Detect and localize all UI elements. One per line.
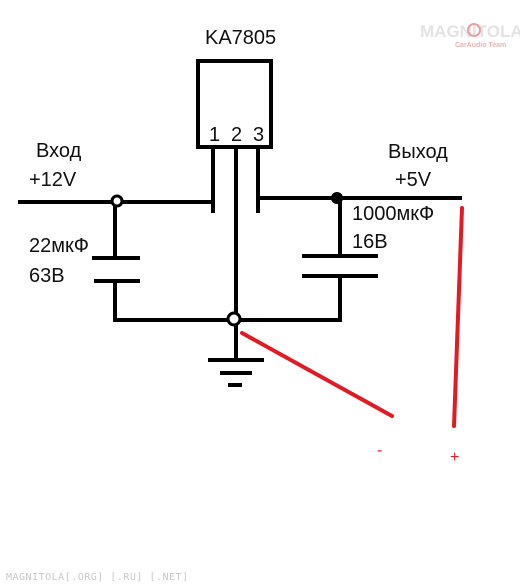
footer-watermark: MAGNITOLA[.ORG] [.RU] [.NET]	[6, 572, 189, 583]
watermark-logo-ring	[467, 23, 481, 37]
output-cap-value: 1000мкФ	[352, 203, 434, 225]
output-junction	[331, 192, 343, 204]
junctions	[110, 192, 343, 327]
negative-probe-label: -	[377, 442, 382, 459]
regulator-body	[196, 59, 273, 149]
watermark-logo: MAGNITOLA CarAudio Team	[420, 22, 520, 49]
regulator-pin-1: 1	[209, 124, 220, 146]
watermark-logo-subtitle: CarAudio Team	[455, 42, 506, 49]
regulator-pin-2: 2	[231, 124, 242, 146]
input-capacitor-symbol	[92, 256, 140, 283]
regulator-legs	[211, 147, 260, 213]
watermark-logo-text: MAGNITOLA	[420, 22, 520, 41]
positive-probe-line	[452, 206, 464, 428]
regulator-title: KA7805	[205, 27, 276, 49]
output-label: Выход	[388, 141, 448, 163]
positive-probe-label: +	[450, 449, 459, 466]
negative-probe-line	[240, 331, 394, 418]
probes	[240, 206, 464, 428]
output-capacitor-symbol	[302, 254, 378, 278]
input-cap-value: 22мкФ	[29, 235, 89, 257]
input-junction	[110, 194, 124, 208]
output-voltage: +5V	[395, 169, 432, 191]
ground-junction	[226, 311, 242, 327]
regulator-pin-3: 3	[253, 124, 264, 146]
input-voltage: +12V	[29, 169, 77, 191]
input-label: Вход	[36, 140, 82, 162]
output-cap-rating: 16В	[352, 231, 388, 253]
ground-symbol	[208, 358, 264, 387]
wires	[18, 196, 462, 362]
input-cap-rating: 63В	[29, 265, 65, 287]
